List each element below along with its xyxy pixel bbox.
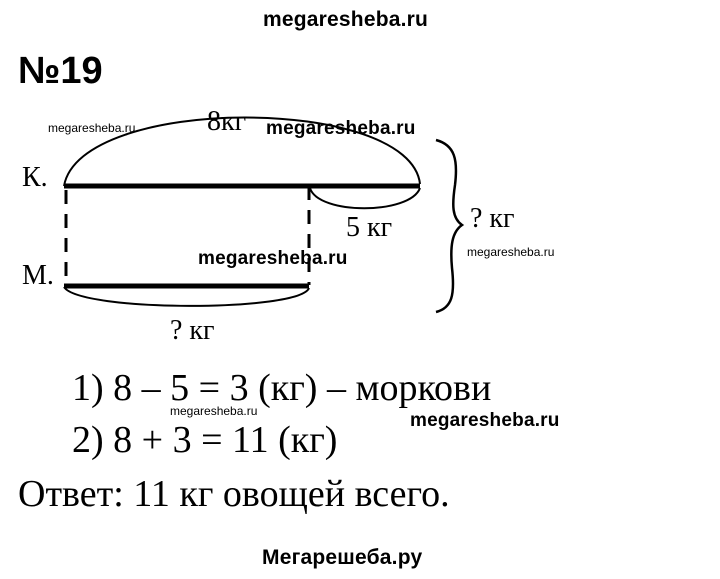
label-top-total: 8кг bbox=[207, 106, 247, 137]
watermark-inline[interactable]: megaresheba.ru bbox=[170, 404, 258, 418]
problem-number: №19 bbox=[18, 50, 103, 92]
watermark-inline[interactable]: megaresheba.ru bbox=[48, 121, 136, 135]
label-m: М. bbox=[22, 260, 54, 291]
watermark-inline[interactable]: megaresheba.ru bbox=[266, 118, 416, 139]
watermark-top[interactable]: megaresheba.ru bbox=[263, 8, 429, 31]
answer-line: Ответ: 11 кг овощей всего. bbox=[18, 473, 450, 515]
watermark-bottom[interactable]: Мегарешеба.ру bbox=[262, 546, 423, 569]
brace-right bbox=[435, 138, 465, 314]
arc-total bbox=[63, 116, 421, 187]
arc-m bbox=[63, 286, 310, 307]
watermark-inline[interactable]: megaresheba.ru bbox=[198, 248, 348, 269]
solution-step-1: 1) 8 – 5 = 3 (кг) – моркови bbox=[72, 367, 492, 409]
label-m-unknown: ? кг bbox=[170, 315, 215, 346]
label-brace-total: ? кг bbox=[470, 203, 515, 234]
solution-step-2: 2) 8 + 3 = 11 (кг) bbox=[72, 419, 338, 461]
label-k: К. bbox=[22, 162, 48, 193]
watermark-inline[interactable]: megaresheba.ru bbox=[467, 245, 555, 259]
arc-5kg bbox=[309, 187, 421, 210]
label-5kg: 5 кг bbox=[346, 212, 393, 243]
watermark-inline[interactable]: megaresheba.ru bbox=[410, 410, 560, 431]
